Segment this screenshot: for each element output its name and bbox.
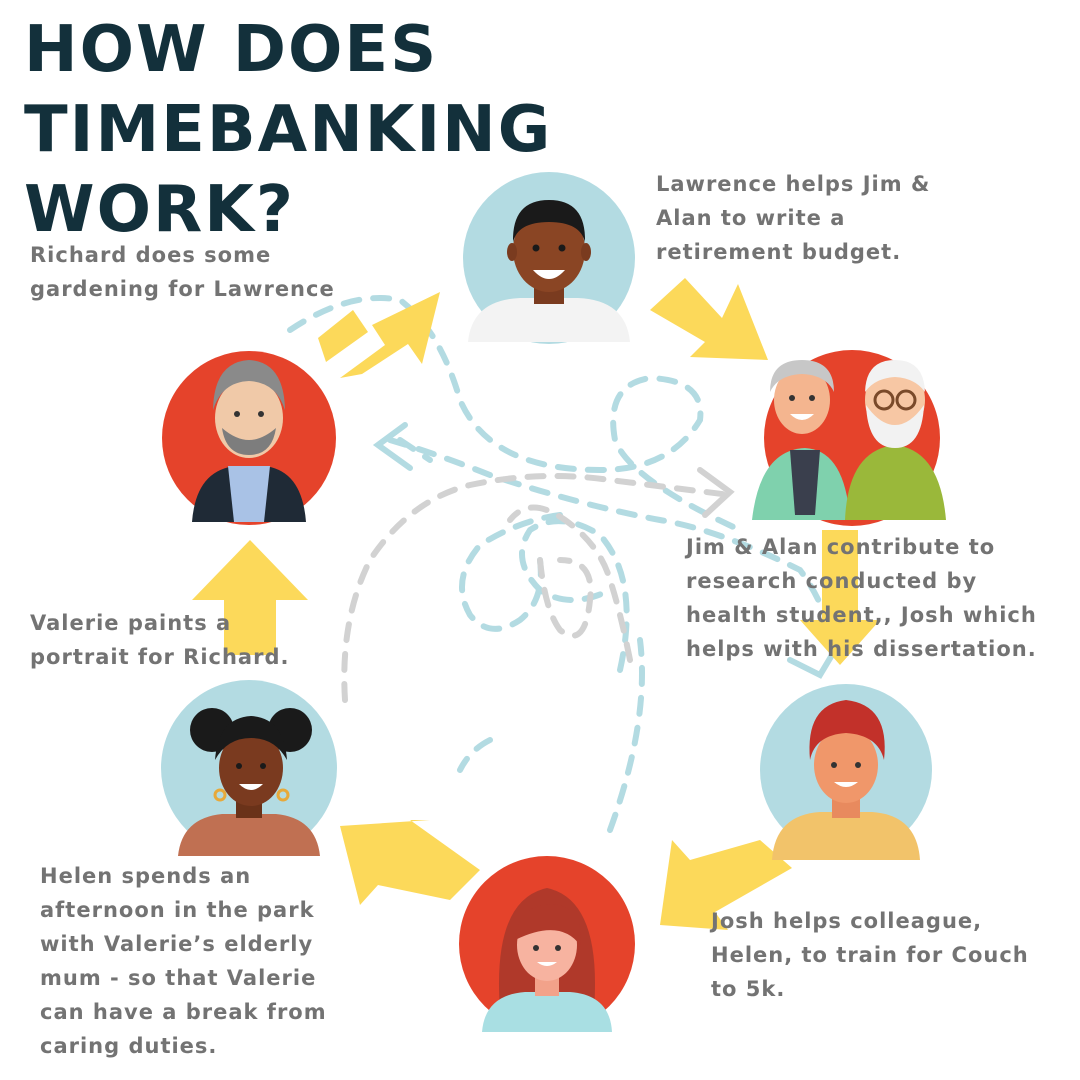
yellow-arrow-icon (340, 820, 480, 905)
caption-line: afternoon in the park (40, 898, 315, 922)
caption-line: Helen spends an (40, 864, 252, 888)
yellow-arrow-icon (224, 600, 276, 655)
caption-line: gardening for Lawrence (30, 277, 335, 301)
caption-richard: Richard does some gardening for Lawrence (30, 238, 335, 306)
top (482, 992, 612, 1032)
person-valerie (161, 680, 337, 856)
yellow-arrow-icon (192, 540, 308, 600)
beard (866, 405, 924, 448)
caption-josh: Josh helps colleague, Helen, to train fo… (711, 904, 1029, 1006)
dashed-loop-icon (457, 737, 493, 773)
face (219, 730, 283, 806)
caption-line: caring duties. (40, 1034, 218, 1058)
caption-line: mum - so that Valerie (40, 966, 317, 990)
shirt (772, 812, 920, 860)
shirt (228, 466, 270, 522)
dashed-arrowhead-icon (697, 467, 735, 518)
person-richard (162, 351, 336, 525)
face (865, 364, 925, 436)
caption-line: health student,, Josh which (686, 603, 1037, 627)
person-josh (760, 684, 932, 860)
yellow-arrow-icon (650, 278, 768, 360)
caption-line: research conducted by (686, 569, 978, 593)
title-line: HOW DOES (24, 13, 439, 87)
ear-right (581, 243, 591, 261)
caption-line: Helen, to train for Couch (711, 943, 1029, 967)
dashed-loop-icon (507, 504, 633, 663)
ear-left (507, 243, 517, 261)
dashed-loop-icon (607, 637, 645, 833)
hair (770, 360, 834, 392)
hair (215, 716, 287, 760)
caption-lawrence: Lawrence helps Jim & Alan to write a ret… (656, 167, 930, 269)
page-title: HOW DOES TIMEBANKING WORK? (24, 10, 552, 250)
person-jim-and-alan (752, 350, 946, 526)
caption-jim-and-alan: Jim & Alan contribute to research conduc… (686, 530, 1037, 666)
face (513, 208, 585, 292)
beard (222, 428, 276, 455)
title-line: WORK? (24, 173, 295, 247)
shirt (468, 298, 630, 342)
earring-left (213, 788, 227, 802)
person-helen (459, 856, 635, 1032)
yellow-arrow-icon (318, 310, 368, 362)
earring-right (276, 788, 290, 802)
title-line: TIMEBANKING (24, 93, 553, 167)
caption-line: helps with his dissertation. (686, 637, 1037, 661)
hair (865, 360, 925, 392)
yellow-arrow-icon (340, 292, 440, 378)
shirt-dark (790, 450, 820, 515)
caption-line: Lawrence helps Jim & (656, 172, 931, 196)
top (178, 814, 320, 856)
caption-valerie: Valerie paints a portrait for Richard. (30, 606, 289, 674)
caption-helen: Helen spends an afternoon in the park wi… (40, 859, 327, 1063)
dashed-loop-icon (341, 473, 733, 703)
caption-line: Alan to write a (656, 206, 846, 230)
hair (809, 700, 885, 760)
smile (533, 270, 565, 279)
caption-line: Jim & Alan contribute to (686, 535, 996, 559)
caption-line: to 5k. (711, 977, 786, 1001)
face (814, 727, 878, 803)
caption-line: with Valerie’s elderly (40, 932, 314, 956)
caption-line: can have a break from (40, 1000, 327, 1024)
person-lawrence (463, 172, 635, 344)
dashed-loop-icon (519, 518, 630, 673)
dashed-arrowhead-icon (372, 422, 413, 471)
yellow-arrows (192, 278, 880, 930)
dashed-loops (287, 295, 843, 833)
dashed-loop-icon (537, 557, 594, 639)
dashed-loop-icon (459, 512, 563, 632)
face (774, 366, 830, 434)
caption-line: Richard does some (30, 243, 272, 267)
dashed-loop-icon (387, 437, 843, 673)
hair (213, 360, 285, 410)
caption-line: Valerie paints a (30, 611, 232, 635)
hair-front (515, 904, 581, 945)
caption-line: Josh helps colleague, (711, 909, 983, 933)
caption-line: portrait for Richard. (30, 645, 290, 669)
yellow-arrow-icon (660, 840, 792, 930)
caption-line: retirement budget. (656, 240, 902, 264)
jacket-olive (845, 445, 946, 520)
yellow-arrow-icon (800, 530, 880, 665)
dashed-loop-icon (397, 437, 433, 463)
hair (512, 200, 586, 242)
